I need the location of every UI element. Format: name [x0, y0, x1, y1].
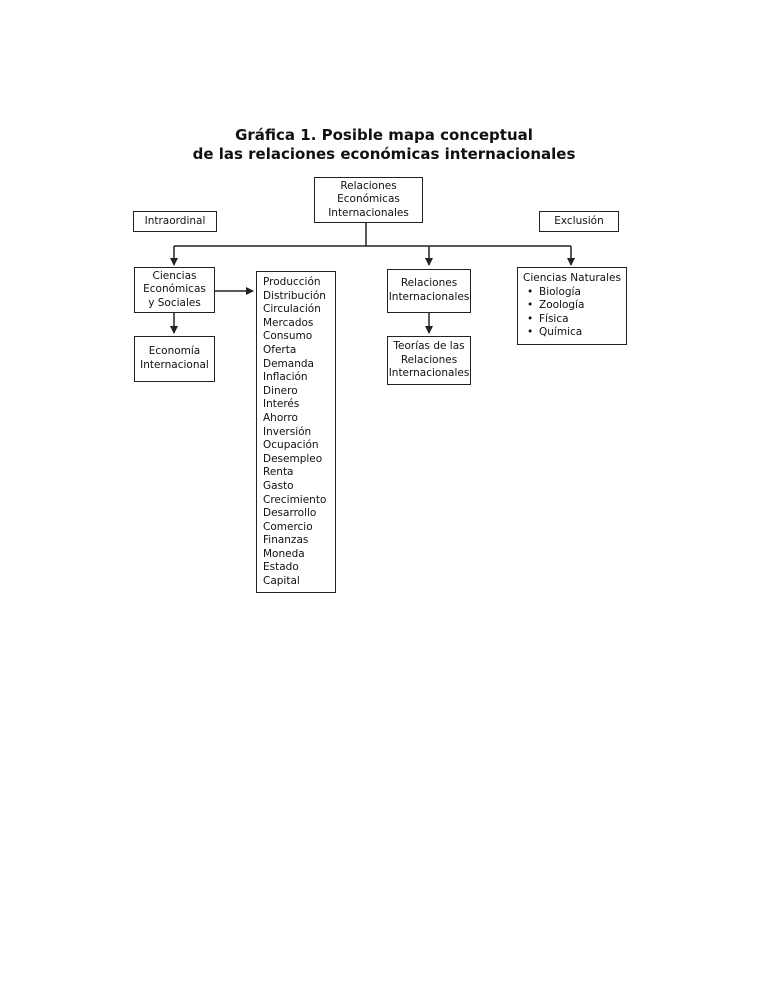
concepto-item: Moneda [263, 547, 305, 560]
concepto-item: Inversión [263, 425, 312, 438]
ciencia-natural-item: Biología [523, 286, 626, 300]
diagram-title-line-1: Gráfica 1. Posible mapa conceptual [235, 126, 533, 144]
relaciones-internacionales-line-2: Internacionales [388, 291, 470, 303]
teorias-line-1: Teorías de las [393, 340, 465, 353]
label-intraordinal: Intraordinal [133, 211, 217, 232]
root-line-2: Económicas [337, 193, 400, 206]
ciencias-economicas-line-2: Económicas [143, 283, 206, 296]
concepto-item: Ocupación [263, 439, 319, 452]
economia-internacional-line-2: Internacional [140, 359, 209, 371]
ciencia-natural-item: Química [523, 326, 626, 340]
node-root: Relaciones Económicas Internacionales [314, 177, 423, 223]
concepto-item: Desempleo [263, 452, 323, 465]
relaciones-internacionales-line-1: Relaciones [400, 277, 458, 290]
root-line-1: Relaciones [340, 179, 397, 192]
concepto-item: Comercio [263, 520, 313, 533]
concepto-item: Finanzas [263, 534, 309, 547]
concepto-item: Gasto [263, 479, 294, 492]
concepto-item: Crecimiento [263, 493, 327, 506]
concepto-item: Distribución [263, 289, 326, 302]
concepto-item: Interés [263, 398, 300, 411]
ciencias-naturales-heading: Ciencias Naturales [523, 272, 621, 284]
teorias-line-3: Internacionales [388, 367, 470, 380]
node-teorias: Teorías de las Relaciones Internacionale… [387, 336, 471, 385]
teorias-line-2: Relaciones [400, 353, 458, 366]
concepto-item: Mercados [263, 316, 314, 329]
concepto-item: Consumo [263, 330, 313, 343]
node-ciencias-economicas: Ciencias Económicas y Sociales [134, 267, 215, 313]
concepto-item: Inflación [263, 371, 308, 384]
concepto-item: Circulación [263, 303, 321, 316]
label-exclusion: Exclusión [539, 211, 619, 232]
root-line-3: Internacionales [328, 206, 409, 219]
ciencias-economicas-line-1: Ciencias [152, 269, 197, 282]
node-ciencias-naturales: Ciencias Naturales BiologíaZoologíaFísic… [517, 267, 627, 345]
concepto-item: Producción [263, 276, 321, 288]
concepto-item: Capital [263, 575, 300, 588]
concepto-item: Oferta [263, 343, 297, 356]
ciencia-natural-item: Zoología [523, 299, 626, 313]
concepto-item: Ahorro [263, 411, 298, 424]
ciencias-economicas-line-3: y Sociales [148, 296, 201, 309]
economia-internacional-line-1: Economía [148, 345, 201, 358]
concepto-item: Desarrollo [263, 507, 317, 520]
ciencia-natural-item: Física [523, 313, 626, 327]
concepto-item: Dinero [263, 384, 298, 397]
concepto-item: Renta [263, 466, 294, 479]
diagram-title-line-2: de las relaciones económicas internacion… [192, 145, 576, 163]
concepto-item: Demanda [263, 357, 314, 370]
concepto-item: Estado [263, 561, 299, 574]
node-relaciones-internacionales: Relaciones Internacionales [387, 269, 471, 313]
node-economia-internacional: Economía Internacional [134, 336, 215, 382]
